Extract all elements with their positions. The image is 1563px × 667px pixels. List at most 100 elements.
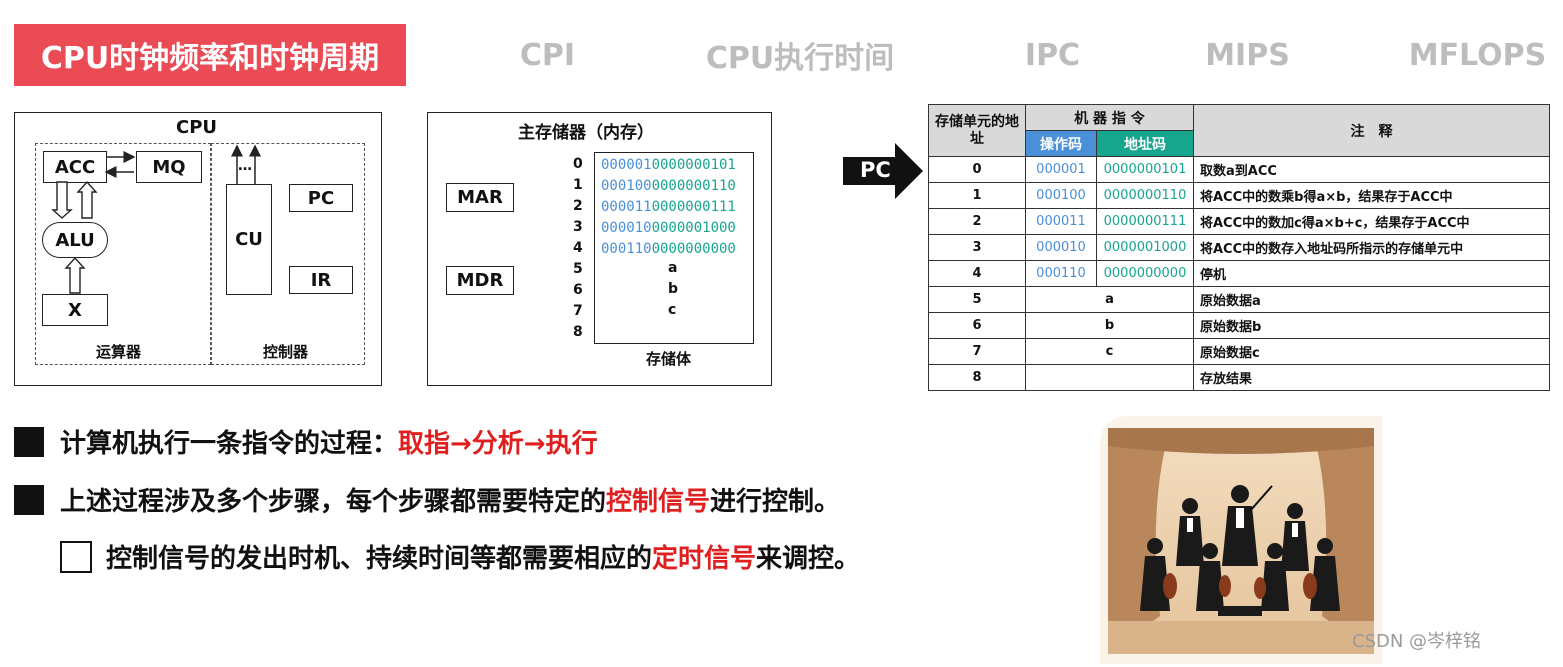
header-addrcode: 地址码 bbox=[1096, 130, 1194, 157]
cell-note: 原始数据b bbox=[1193, 312, 1550, 339]
bullet-control-signal: 上述过程涉及多个步骤，每个步骤都需要特定的控制信号进行控制。 bbox=[14, 481, 840, 518]
cell-note: 停机 bbox=[1193, 260, 1550, 287]
memory-word: 0001000000000110 bbox=[601, 178, 736, 194]
mem-address: 4 bbox=[573, 240, 583, 256]
cell-data bbox=[1025, 364, 1194, 391]
memory-opcode: 000011 bbox=[601, 199, 652, 215]
alu-unit-label: 运算器 bbox=[96, 343, 142, 361]
mem-address: 3 bbox=[573, 219, 583, 235]
mem-address: 2 bbox=[573, 198, 583, 214]
header-machine-instruction: 机 器 指 令 bbox=[1025, 104, 1194, 131]
cpu-title: CPU bbox=[176, 117, 218, 138]
cell-address: 1 bbox=[928, 182, 1026, 209]
cell-opcode: 000011 bbox=[1025, 208, 1097, 235]
bullet-highlight: 取指→分析→执行 bbox=[398, 429, 598, 459]
cell-address: 7 bbox=[928, 338, 1026, 365]
cell-addrcode: 0000000111 bbox=[1096, 208, 1194, 235]
cell-opcode: 000001 bbox=[1025, 156, 1097, 183]
mar-register: MAR bbox=[446, 183, 514, 212]
memory-opcode: 000001 bbox=[601, 157, 652, 173]
cell-addrcode: 0000000110 bbox=[1096, 182, 1194, 209]
header-address: 存储单元的地址 bbox=[928, 104, 1026, 157]
cell-address: 5 bbox=[928, 286, 1026, 313]
bullet-text: 进行控制。 bbox=[710, 487, 841, 517]
pc-pointer-label: PC bbox=[860, 158, 891, 182]
tab-cpu-exec-time[interactable]: CPU执行时间 bbox=[705, 41, 895, 76]
table-row: 8 存放结果 bbox=[928, 364, 1550, 391]
pc-register: PC bbox=[289, 184, 353, 212]
square-bullet-icon bbox=[14, 426, 44, 457]
memory-title: 主存储器（内存） bbox=[518, 123, 654, 143]
storage-body-label: 存储体 bbox=[646, 350, 692, 368]
tab-mflops[interactable]: MFLOPS bbox=[1408, 37, 1547, 73]
memory-data-c: c bbox=[668, 302, 677, 318]
cell-address: 3 bbox=[928, 234, 1026, 261]
cell-opcode: 000110 bbox=[1025, 260, 1097, 287]
bullet-text: 计算机执行一条指令的过程： bbox=[60, 429, 399, 459]
acc-register: ACC bbox=[43, 151, 107, 183]
cell-note: 存放结果 bbox=[1193, 364, 1550, 391]
cpu-arrows bbox=[51, 144, 261, 294]
cell-address: 6 bbox=[928, 312, 1026, 339]
memory-opcode: 000100 bbox=[601, 178, 652, 194]
memory-word: 0000100000001000 bbox=[601, 220, 736, 236]
memory-addrcode: 0000001000 bbox=[651, 220, 736, 236]
cell-opcode: 000100 bbox=[1025, 182, 1097, 209]
memory-addrcode: 0000000110 bbox=[651, 178, 736, 194]
bullet-highlight: 定时信号 bbox=[652, 544, 757, 574]
alu-unit-region bbox=[35, 143, 211, 365]
memory-addrcode: 0000000000 bbox=[651, 241, 736, 257]
control-unit-region bbox=[211, 143, 365, 365]
tab-cpu-clock[interactable]: CPU时钟频率和时钟周期 bbox=[14, 24, 406, 86]
cell-address: 2 bbox=[928, 208, 1026, 235]
cell-data: c bbox=[1025, 338, 1194, 365]
cell-data: a bbox=[1025, 286, 1194, 313]
hollow-square-bullet-icon bbox=[60, 540, 92, 573]
storage-body bbox=[594, 152, 754, 344]
watermark: CSDN @岑梓铭 bbox=[1352, 631, 1482, 652]
cell-address: 8 bbox=[928, 364, 1026, 391]
cell-note: 原始数据c bbox=[1193, 338, 1550, 365]
cell-note: 取数a到ACC bbox=[1193, 156, 1550, 183]
cell-address: 4 bbox=[928, 260, 1026, 287]
square-bullet-icon bbox=[14, 484, 44, 515]
cell-note: 将ACC中的数乘b得a×b，结果存于ACC中 bbox=[1193, 182, 1550, 209]
cell-data: b bbox=[1025, 312, 1194, 339]
tab-cpi[interactable]: CPI bbox=[519, 37, 576, 73]
memory-opcode: 000110 bbox=[601, 241, 652, 257]
cell-addrcode: 0000000101 bbox=[1096, 156, 1194, 183]
mem-address: 7 bbox=[573, 303, 583, 319]
cell-opcode: 000010 bbox=[1025, 234, 1097, 261]
bullet-instruction-cycle: 计算机执行一条指令的过程：取指→分析→执行 bbox=[14, 423, 598, 460]
mem-address: 8 bbox=[573, 324, 583, 340]
memory-opcode: 000010 bbox=[601, 220, 652, 236]
bullet-timing-signal: 控制信号的发出时机、持续时间等都需要相应的定时信号来调控。 bbox=[60, 538, 860, 575]
cell-note: 原始数据a bbox=[1193, 286, 1550, 313]
mem-address: 0 bbox=[573, 156, 583, 172]
memory-addrcode: 0000000111 bbox=[651, 199, 736, 215]
cell-note: 将ACC中的数加c得a×b+c，结果存于ACC中 bbox=[1193, 208, 1550, 235]
bullet-highlight: 控制信号 bbox=[606, 487, 711, 517]
memory-data-b: b bbox=[668, 281, 679, 297]
pc-pointer-arrow bbox=[843, 143, 923, 199]
header-opcode: 操作码 bbox=[1025, 130, 1097, 157]
memory-addrcode: 0000000101 bbox=[651, 157, 736, 173]
tab-mips[interactable]: MIPS bbox=[1205, 37, 1290, 73]
mq-register: MQ bbox=[136, 151, 202, 183]
memory-word: 0000110000000111 bbox=[601, 199, 736, 215]
mem-address: 1 bbox=[573, 177, 583, 193]
ir-register: IR bbox=[289, 266, 353, 294]
orchestra-illustration bbox=[1100, 416, 1382, 664]
mdr-register: MDR bbox=[446, 266, 514, 295]
bullet-text: 来调控。 bbox=[756, 544, 861, 574]
tab-ipc[interactable]: IPC bbox=[1024, 37, 1081, 73]
cu-dots: … bbox=[238, 158, 252, 174]
